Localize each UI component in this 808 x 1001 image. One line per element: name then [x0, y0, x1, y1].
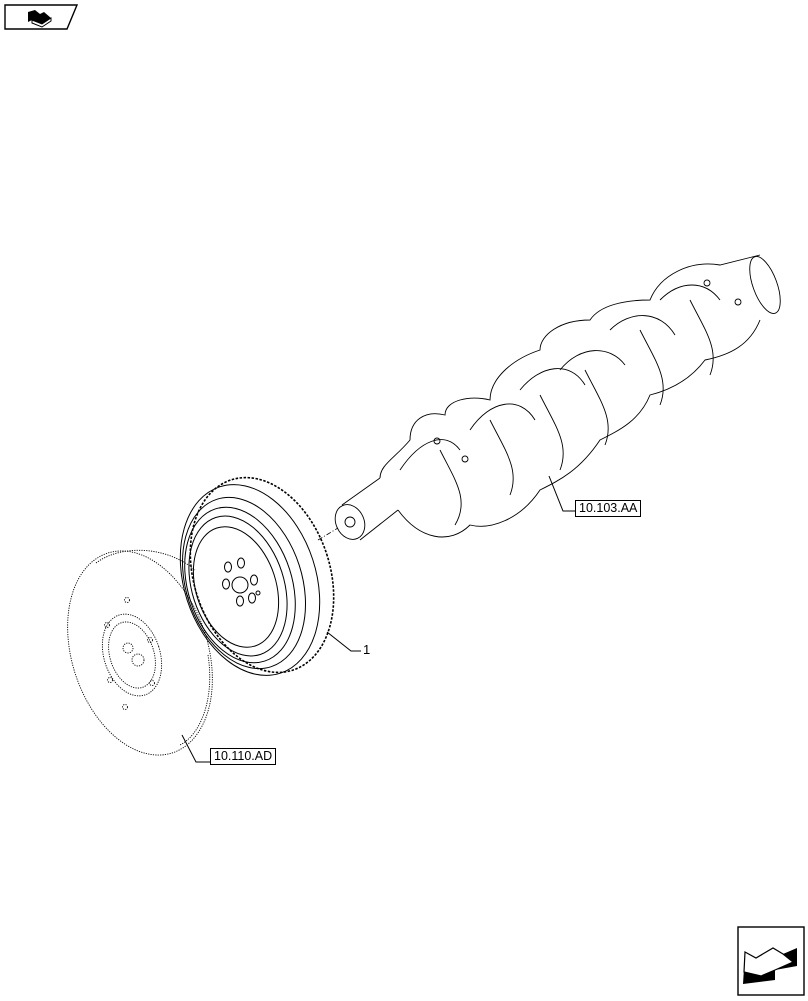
previous-page-button[interactable]: [4, 4, 79, 30]
damper-pulley-drawing: [179, 476, 335, 676]
arrow-next-page-icon: [737, 926, 805, 996]
callout-10-110-ad[interactable]: 10.110.AD: [210, 748, 277, 765]
next-page-button[interactable]: [737, 926, 805, 996]
callout-10-103-aa[interactable]: 10.103.AA: [575, 500, 642, 517]
leader-lines: [181, 475, 575, 763]
crankshaft-drawing: [334, 254, 781, 541]
item-number-1[interactable]: 1: [363, 642, 371, 657]
book-page-back-icon: [4, 4, 79, 30]
ghost-damper-drawing: [67, 549, 213, 756]
